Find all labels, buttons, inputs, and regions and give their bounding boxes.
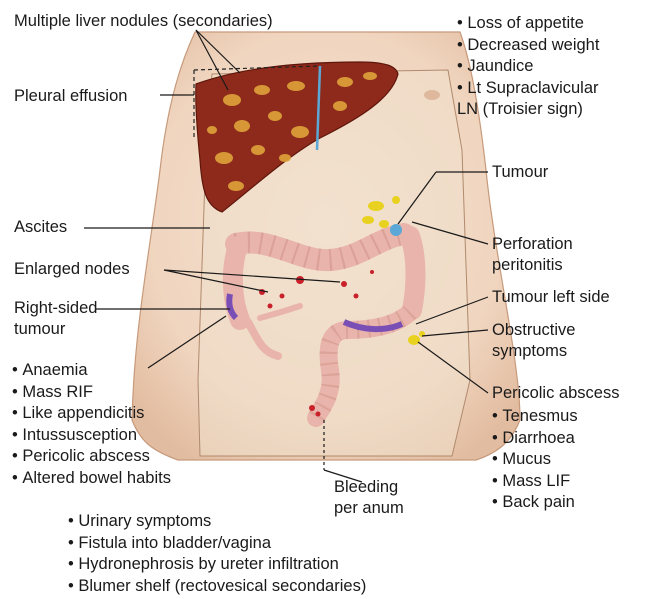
descending-colon xyxy=(410,236,416,310)
left-feature-item: Mucus xyxy=(492,449,578,471)
general-sign-item: Decreased weight xyxy=(457,35,599,57)
local-spread-item: Blumer shelf (rectovesical secondaries) xyxy=(68,576,366,598)
local-spread-item: Urinary symptoms xyxy=(68,511,366,533)
tumour-blue xyxy=(390,224,402,236)
ascending-colon xyxy=(233,246,240,320)
label-obstructive-line1: Obstructive xyxy=(492,321,575,339)
label-pericolic-abscess: Pericolic abscess xyxy=(492,384,619,402)
label-bleeding-line1: Bleeding xyxy=(334,478,398,496)
label-ascites: Ascites xyxy=(14,218,67,236)
local-spread-features-list: Urinary symptoms Fistula into bladder/va… xyxy=(68,511,366,597)
right-tumour-features-list: Anaemia Mass RIF Like appendicitis Intus… xyxy=(12,360,171,489)
label-perforation-line2: peritonitis xyxy=(492,256,563,274)
label-pleural-effusion: Pleural effusion xyxy=(14,87,127,105)
general-sign-item: Lt Supraclavicular xyxy=(457,78,599,100)
label-enlarged-nodes: Enlarged nodes xyxy=(14,260,130,278)
general-sign-item: Loss of appetite xyxy=(457,13,599,35)
local-spread-item: Fistula into bladder/vagina xyxy=(68,533,366,555)
label-tumour-left-side: Tumour left side xyxy=(492,288,610,306)
label-right-sided-tumour-line2: tumour xyxy=(14,320,65,338)
general-sign-continuation: LN (Troisier sign) xyxy=(457,100,583,118)
right-feature-item: Pericolic abscess xyxy=(12,446,171,468)
general-signs-list-right: Loss of appetite Decreased weight Jaundi… xyxy=(457,13,599,99)
label-tumour: Tumour xyxy=(492,163,548,181)
left-feature-item: Mass LIF xyxy=(492,471,578,493)
general-sign-item: Jaundice xyxy=(457,56,599,78)
right-feature-item: Anaemia xyxy=(12,360,171,382)
label-right-sided-tumour-line1: Right-sided xyxy=(14,299,97,317)
right-feature-item: Like appendicitis xyxy=(12,403,171,425)
right-feature-item: Intussusception xyxy=(12,425,171,447)
left-feature-item: Diarrhoea xyxy=(492,428,578,450)
right-feature-item: Mass RIF xyxy=(12,382,171,404)
nipple xyxy=(424,90,440,100)
label-obstructive-line2: symptoms xyxy=(492,342,567,360)
left-feature-item: Tenesmus xyxy=(492,406,578,428)
label-liver-nodules: Multiple liver nodules (secondaries) xyxy=(14,12,273,30)
left-tumour-features-list: Tenesmus Diarrhoea Mucus Mass LIF Back p… xyxy=(492,406,578,514)
right-feature-item: Altered bowel habits xyxy=(12,468,171,490)
local-spread-item: Hydronephrosis by ureter infiltration xyxy=(68,554,366,576)
left-feature-item: Back pain xyxy=(492,492,578,514)
label-perforation-line1: Perforation xyxy=(492,235,573,253)
